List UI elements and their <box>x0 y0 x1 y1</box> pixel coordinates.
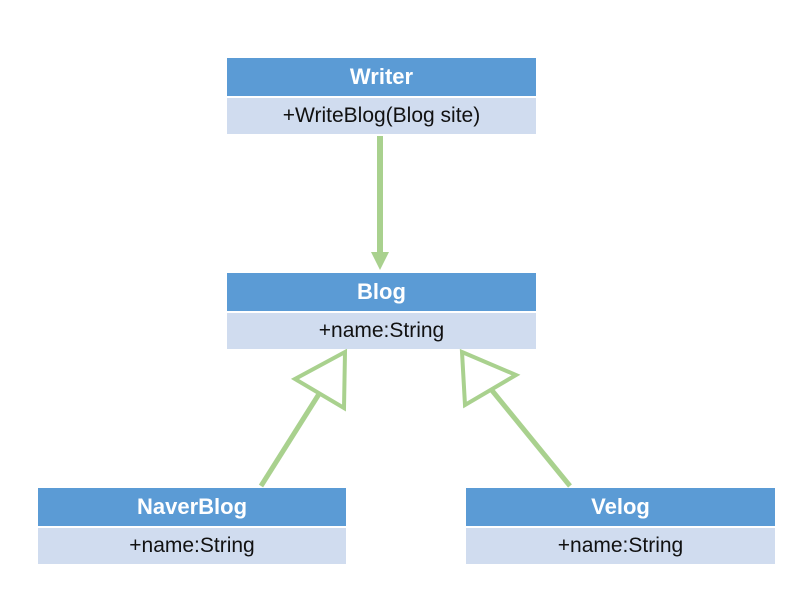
class-name: Velog <box>466 488 775 526</box>
class-member: +name:String <box>466 528 775 564</box>
inheritance-arrow-velog <box>459 348 572 488</box>
class-writer: Writer +WriteBlog(Blog site) <box>227 58 536 134</box>
inheritance-arrow-naverblog <box>258 348 348 488</box>
class-naverblog: NaverBlog +name:String <box>38 488 346 564</box>
association-arrow <box>371 136 389 270</box>
class-velog: Velog +name:String <box>466 488 775 564</box>
class-name: Writer <box>227 58 536 96</box>
class-member: +name:String <box>227 313 536 349</box>
class-member: +name:String <box>38 528 346 564</box>
class-member: +WriteBlog(Blog site) <box>227 98 536 134</box>
class-name: NaverBlog <box>38 488 346 526</box>
class-blog: Blog +name:String <box>227 273 536 349</box>
class-name: Blog <box>227 273 536 311</box>
